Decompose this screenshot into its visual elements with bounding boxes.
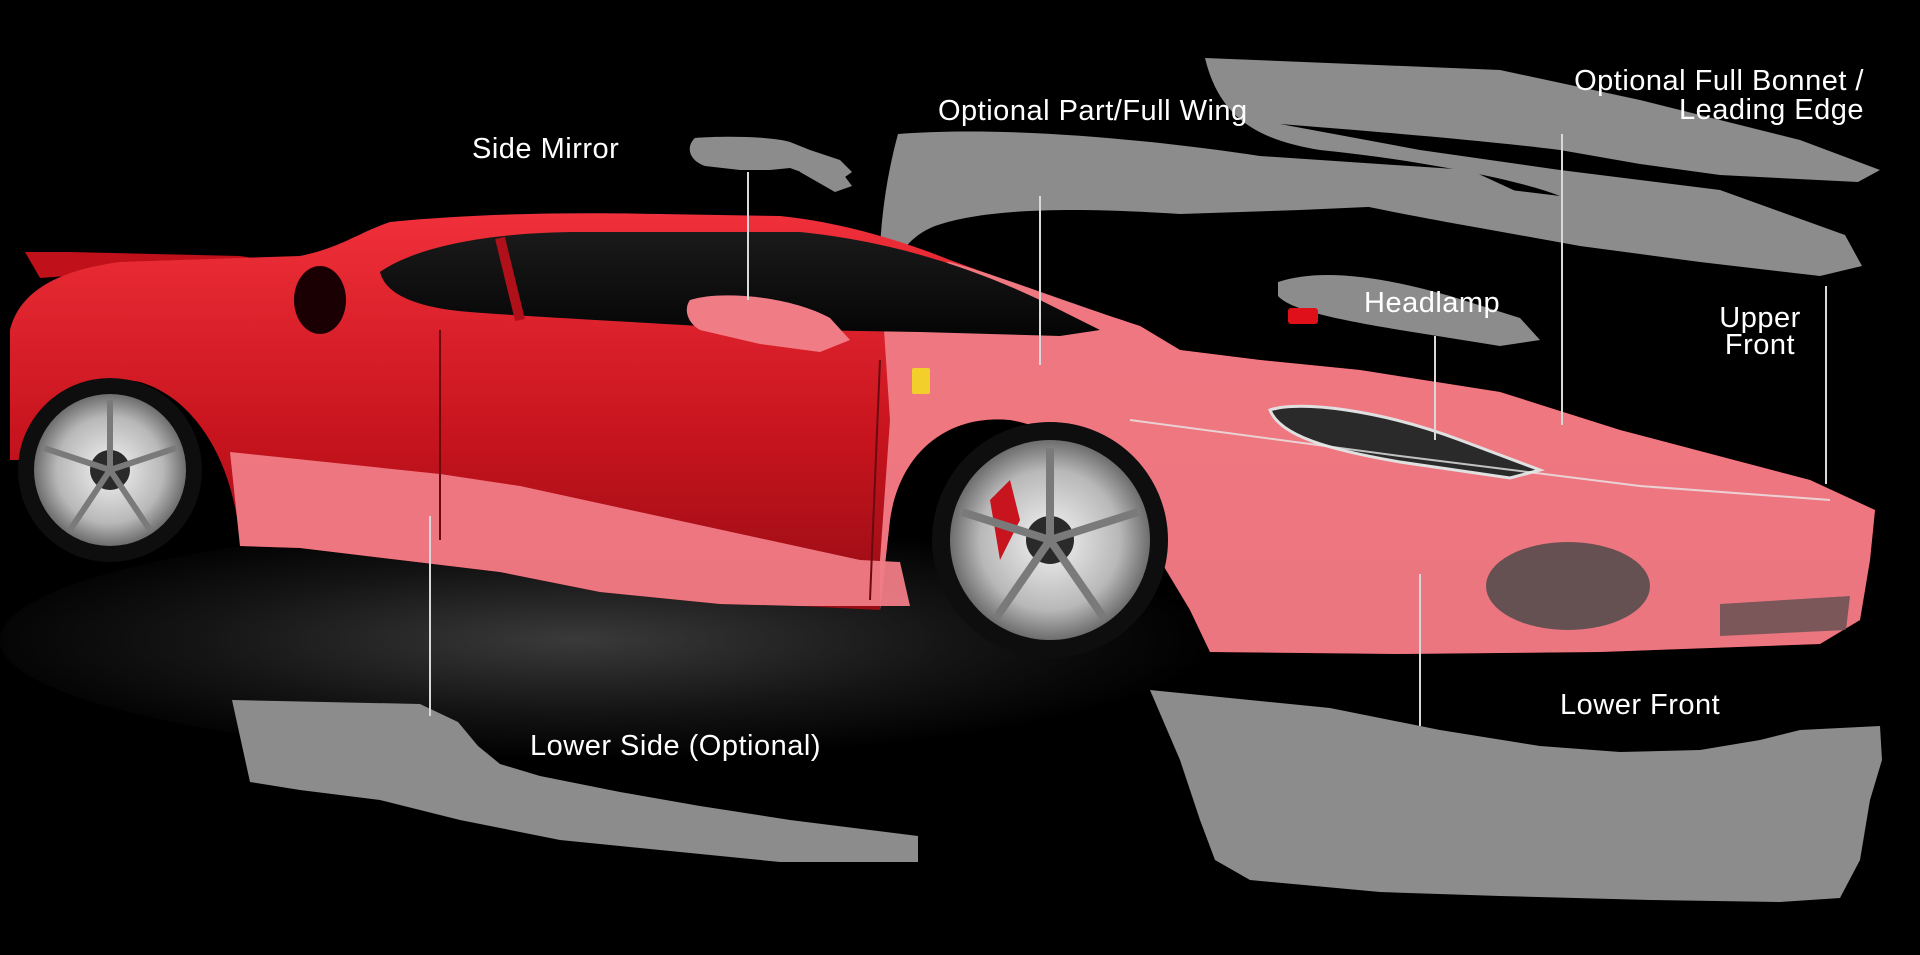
film-templates	[232, 58, 1882, 902]
template-bonnet	[1205, 58, 1880, 276]
label-wing: Optional Part/Full Wing	[938, 95, 1248, 127]
label-bonnet-line2: Leading Edge	[1679, 94, 1864, 126]
label-lower-front: Lower Front	[1560, 689, 1721, 721]
template-lower-front	[1150, 690, 1882, 902]
label-headlamp: Headlamp	[1364, 287, 1501, 319]
template-headlamp	[1278, 274, 1540, 346]
car-body	[10, 213, 1875, 655]
label-side-mirror: Side Mirror	[472, 133, 620, 165]
front-wheel	[932, 422, 1168, 658]
template-wing	[879, 131, 1535, 300]
film-lower-side	[230, 452, 910, 606]
label-bonnet-line1: Optional Full Bonnet /	[1574, 65, 1864, 97]
label-upper-front-line2: Front	[1724, 329, 1796, 361]
template-lower-side	[232, 700, 918, 862]
label-lower-side: Lower Side (Optional)	[530, 730, 821, 762]
leader-lines	[429, 134, 1827, 726]
rear-wheel	[18, 378, 202, 562]
label-upper-front-line1: Upper	[1719, 302, 1801, 334]
